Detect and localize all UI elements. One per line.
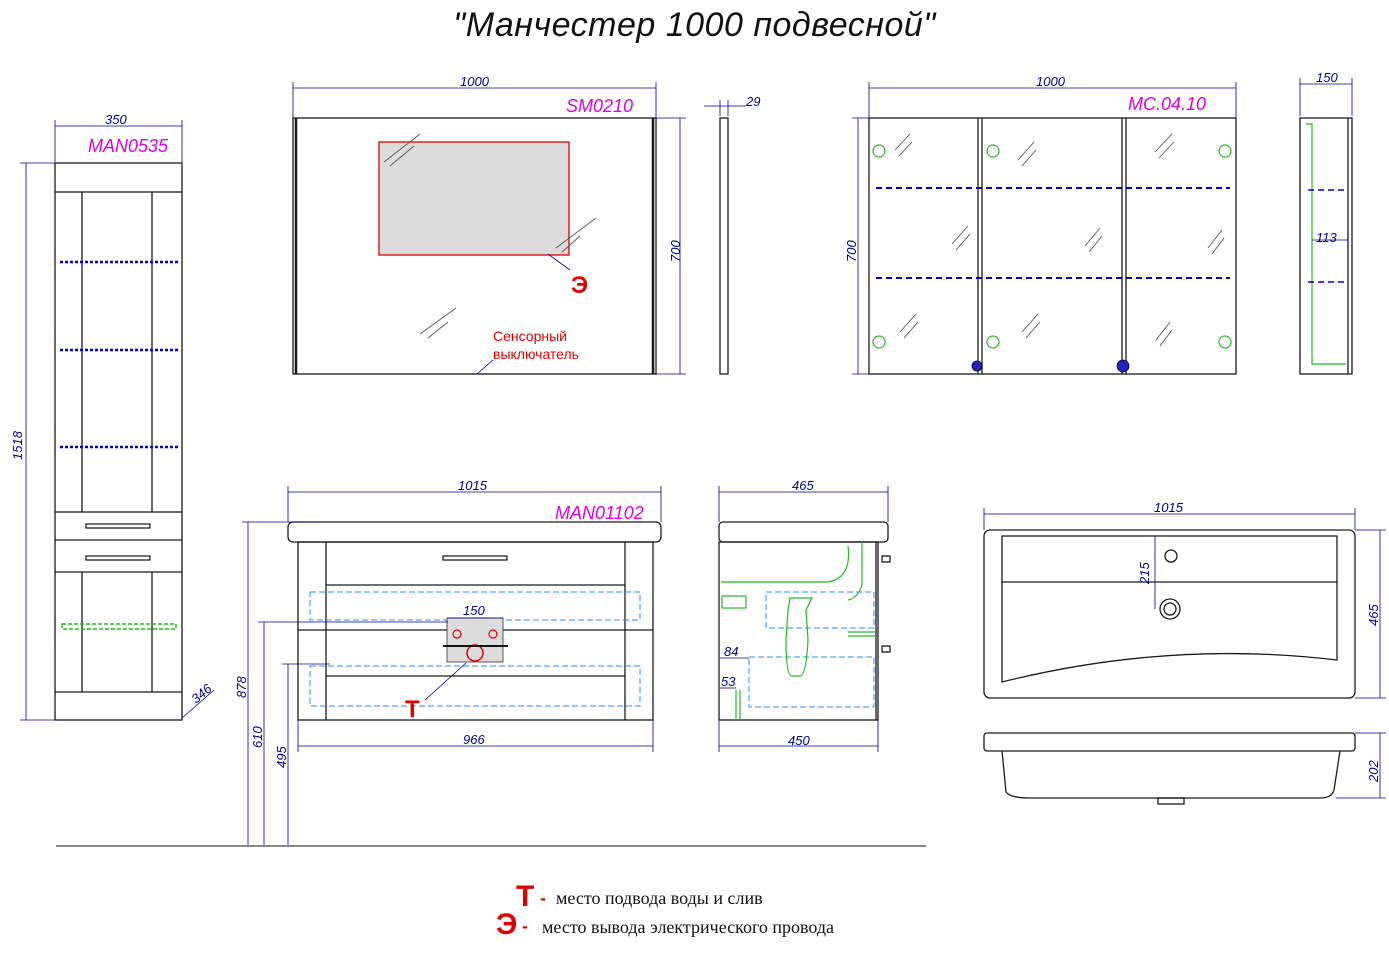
mirror-depth-label: 29 (745, 94, 760, 109)
legend: Т - место подвода воды и слив Э - место … (496, 880, 834, 941)
mirror-drawing: 1000 SM0210 Э Сенсорный выключатель 700 … (292, 74, 760, 375)
cabinet-drawing: 1000 MC.04.10 700 11 (844, 70, 1353, 375)
electric-mark-mirror: Э (571, 272, 588, 299)
basin-depth-label: 465 (1366, 604, 1381, 626)
touch-switch-label-2: выключатель (493, 346, 579, 362)
basin-side-drawing: 202 (983, 732, 1386, 805)
basin-tap-offset-label: 215 (1137, 562, 1152, 585)
pencil-case-drawing: 350 MAN0535 1518 346 (10, 112, 215, 721)
cabinet-shelf-label: 113 (1316, 230, 1337, 245)
legend-electric-mark: Э (496, 908, 517, 941)
side-top-depth-label: 465 (792, 478, 814, 493)
mirror-height-label: 700 (668, 240, 683, 262)
side-body-depth-label: 450 (788, 733, 810, 748)
side-84-label: 84 (724, 644, 738, 659)
vanity-front-drawing: 1015 MAN01102 150 Т 966 878 610 495 (56, 478, 926, 847)
vanity-top-width-label: 1015 (458, 478, 488, 493)
vanity-body-width-label: 966 (463, 732, 485, 747)
mirror-width-label: 1000 (460, 74, 490, 89)
side-53-label: 53 (721, 674, 736, 689)
legend-water-text: место подвода воды и слив (556, 888, 763, 908)
vanity-plate-label: 150 (463, 603, 485, 618)
vanity-side-drawing: 465 84 53 450 (718, 478, 891, 752)
pencil-case-code: MAN0535 (88, 136, 169, 156)
height-495-label: 495 (274, 746, 289, 768)
cabinet-code: MC.04.10 (1128, 94, 1206, 114)
drawing-title: "Манчестер 1000 подвесной" (453, 6, 936, 44)
cabinet-depth-label: 150 (1316, 70, 1338, 85)
legend-water-dash: - (540, 888, 546, 908)
basin-height-label: 202 (1366, 760, 1381, 783)
height-610-label: 610 (250, 726, 265, 748)
touch-switch-label-1: Сенсорный (493, 328, 567, 344)
basin-width-label: 1015 (1154, 500, 1184, 515)
legend-electric-text: место вывода электрического провода (542, 917, 834, 937)
legend-water-mark: Т (516, 880, 534, 913)
water-mark-vanity: Т (405, 696, 420, 723)
basin-top-drawing: 1015 215 465 (983, 500, 1386, 699)
cabinet-height-label: 700 (844, 240, 859, 262)
mirror-code: SM0210 (566, 96, 633, 116)
pencil-depth-label: 346 (188, 680, 215, 706)
pencil-height-label: 1518 (10, 430, 25, 460)
height-878-label: 878 (234, 676, 249, 698)
cabinet-width-label: 1000 (1036, 74, 1066, 89)
legend-electric-dash: - (522, 916, 528, 936)
vanity-code: MAN01102 (555, 503, 644, 523)
pencil-width-label: 350 (105, 112, 127, 127)
